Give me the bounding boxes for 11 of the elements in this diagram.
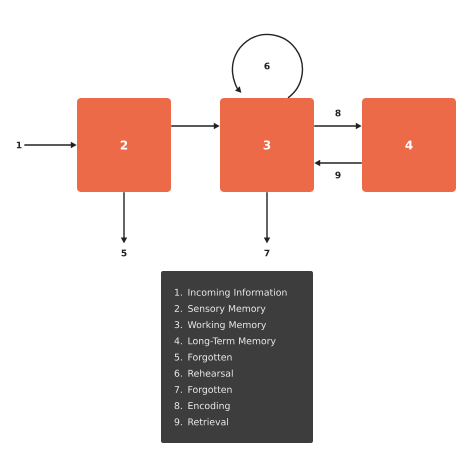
- callout-number: 5: [122, 250, 126, 256]
- process-box: 2: [77, 98, 171, 192]
- key-box: 1. Incoming Information 2. Sensory Memory 3. Working Memory 4. Long-Term Memory 5. Forgotten 6. Rehearsal 7. Forgotten 8. Encoding 9. Retrieval: [161, 271, 313, 443]
- arrow: [232, 34, 304, 98]
- callout-number: 1: [16, 142, 22, 148]
- edge-label: 9: [334, 170, 342, 180]
- process-box: 4: [362, 98, 456, 192]
- process-box: 3: [220, 98, 314, 192]
- edge-label: 8: [334, 108, 342, 118]
- edge-label: 6: [262, 62, 272, 70]
- callout-number: 7: [264, 250, 270, 256]
